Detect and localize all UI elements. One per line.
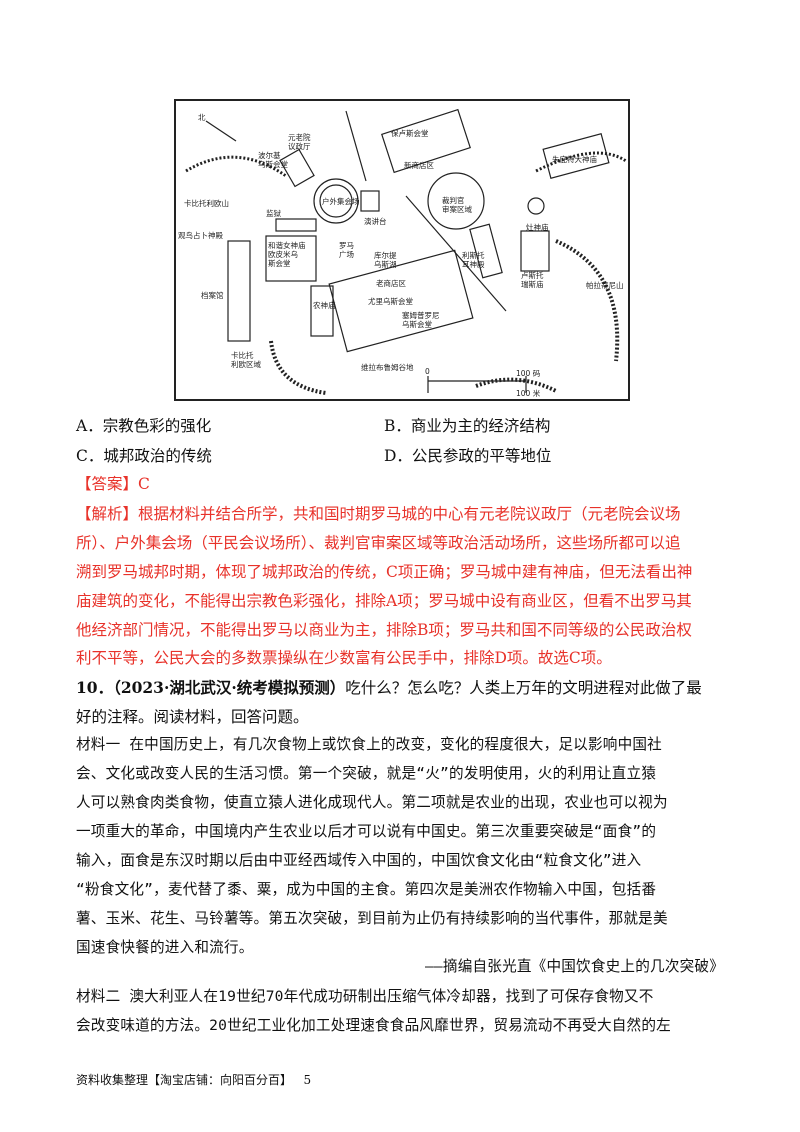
analysis-line-1: 【解析】根据材料并结合所学，共和国时期罗马城的中心有元老院议政厅（元老院会议场	[76, 505, 681, 523]
map-label-aemilia: 保卢斯会堂	[391, 129, 429, 138]
saturn-temple	[310, 285, 334, 337]
senate-house	[279, 148, 315, 188]
map-label-castor: 利斯托 耳神殿	[462, 251, 485, 269]
material1-line-1: 材料一 在中国历史上，有几次食物上或饮食上的改变，变化的程度很大，足以影响中国社	[76, 736, 662, 753]
rostra	[360, 190, 380, 212]
map-label-saturn: 农神庙	[313, 301, 336, 310]
regia	[520, 230, 550, 272]
north-arrow	[205, 120, 237, 142]
comitium	[313, 178, 359, 224]
capitoline-area-arc	[269, 340, 327, 395]
option-a: A．宗教色彩的强化	[76, 417, 212, 435]
map-drawing	[185, 108, 627, 395]
road-1	[345, 110, 367, 182]
map-label-north: 北	[198, 113, 206, 122]
option-d: D．公民参政的平等地位	[384, 447, 552, 465]
tabularium-stairs	[275, 218, 317, 232]
basilica-julia	[328, 249, 474, 353]
material1-line-7: 薯、玉米、花生、马铃薯等。第五次突破，到目前为止仍有持续影响的当代事件，那就是美	[76, 910, 668, 927]
analysis-line-4: 庙建筑的变化，不能得出宗教色彩强化，排除A项；罗马城中设有商业区，但看不出罗马其	[76, 592, 692, 610]
analysis-line-5: 他经济部门情况，不能得出罗马以商业为主，排除B项；罗马共和国不同等级的公民政治权	[76, 621, 692, 639]
material2-line-2: 会改变味道的方法。20世纪工业化加工处理速食食品风靡世界，贸易流动不再受大自然的…	[76, 1017, 671, 1034]
question-text-2: 好的注释。阅读材料，回答问题。	[76, 708, 309, 726]
basilica-aemilia	[381, 108, 471, 174]
map-label-palatine: 帕拉蒂尼山	[586, 281, 624, 290]
map-label-prison: 监狱	[266, 209, 281, 218]
map-label-archive: 档案馆	[201, 291, 224, 300]
page-footer: 资料收集整理【淘宝店铺：向阳百分百】 5	[76, 1071, 311, 1088]
palatine-hill-arc	[555, 239, 620, 362]
map-label-vesta: 灶神庙	[526, 223, 549, 232]
map-label-curtius: 库尔提 乌斯湖	[374, 251, 397, 269]
answer-line: 【答案】C	[76, 475, 150, 493]
map-label-scale-meters: 100 米	[516, 389, 541, 398]
map-label-forum: 罗马 广场	[339, 241, 354, 259]
map-label-new-shops: 新商店区	[404, 161, 434, 170]
map-label-rostra: 演讲台	[364, 217, 387, 226]
analysis-line-6: 利不平等，公民大会的多数票操纵在少数富有公民手中，排除D项。故选C项。	[76, 649, 612, 667]
map-label-scale-yards: 100 码	[516, 369, 541, 378]
map-label-comitium: 户外集会场	[322, 197, 360, 206]
map-label-capitoline-area: 卡比托 利欧区域	[231, 351, 261, 369]
map-label-concord: 和谐女神庙 欧皮米乌 斯会堂	[268, 241, 306, 268]
map-label-augury: 观鸟占卜神殿	[178, 231, 223, 240]
material1-line-6: “粉食文化”，麦代替了黍、粟，成为中国的主食。第四次是美洲农作物输入中国，包括番	[76, 881, 657, 898]
material1-line-8: 国速食快餐的进入和流行。	[76, 939, 254, 956]
jupiter-temple	[542, 133, 610, 179]
question-text-1: 吃什么？怎么吃？人类上万年的文明进程对此做了最	[345, 679, 702, 697]
map-label-regia: 卢斯托 瑞斯庙	[521, 271, 544, 289]
material2-line-1: 材料二 澳大利亚人在19世纪70年代成功研制出压缩气体冷却器，找到了可保存食物又…	[76, 988, 654, 1005]
analysis-line-2: 所）、户外集会场（平民会议场所）、裁判官审案区域等政治活动场所，这些场所都可以追	[76, 534, 681, 552]
footer-text: 资料收集整理【淘宝店铺：向阳百分百】	[76, 1073, 293, 1087]
map-label-old-shops: 老商店区	[376, 279, 406, 288]
castor-temple	[469, 223, 503, 279]
analysis-line-3: 溯到罗马城邦时期，体现了城邦政治的传统，C项正确；罗马城中建有神庙，但无法看出神	[76, 563, 693, 581]
map-label-scale-zero: 0	[425, 367, 430, 376]
question-number: 10．	[76, 678, 114, 697]
question-10-line-1: 10．（2023·湖北武汉·统考模拟预测）吃什么？怎么吃？人类上万年的文明进程对…	[76, 676, 702, 698]
vesta-temple	[527, 197, 545, 215]
road-2	[405, 195, 507, 312]
map-label-jupiter: 朱庇特大神庙	[552, 155, 597, 164]
material1-line-3: 人可以熟食肉类食物，使直立猿人进化成现代人。第二项就是农业的出现，农业也可以视为	[76, 794, 668, 811]
archive	[227, 240, 251, 342]
material1-line-4: 一项重大的革命，中国境内产生农业以后才可以说有中国史。第三次重要突破是“面食”的	[76, 823, 657, 840]
material1-line-5: 输入，面食是东汉时期以后由中亚经西域传入中国的，中国饮食文化由“粒食文化”进入	[76, 852, 642, 869]
option-c: C．城邦政治的传统	[76, 447, 212, 465]
page-number: 5	[303, 1073, 312, 1087]
map-label-praetor: 裁判官 审案区域	[442, 196, 472, 214]
concord-temple	[265, 235, 317, 282]
capitoline-hill-arc	[185, 155, 287, 178]
map-label-julia: 尤里乌斯会堂	[368, 297, 413, 306]
roman-forum-map: 北 元老院 议政厅 波尔基 乌斯会堂 卡比托利欧山 户外集会场 监狱 演讲台 观…	[174, 99, 630, 401]
map-label-sempronia: 塞姆普罗尼 乌斯会堂	[402, 311, 440, 329]
question-source: （2023·湖北武汉·统考模拟预测）	[113, 678, 346, 697]
map-label-senate: 元老院 议政厅	[288, 133, 311, 151]
map-label-capitoline: 卡比托利欧山	[184, 199, 229, 208]
valley-arc	[475, 377, 557, 393]
praetor-court	[427, 172, 485, 230]
material1-source: ——摘编自张光直《中国饮食史上的几次突破》	[424, 958, 724, 975]
map-label-porcia: 波尔基 乌斯会堂	[258, 151, 288, 169]
option-b: B．商业为主的经济结构	[384, 417, 551, 435]
material1-line-2: 会、文化或改变人民的生活习惯。第一个突破，就是“火”的发明使用，火的利用让直立猿	[76, 765, 657, 782]
map-label-velabrum: 维拉布鲁姆谷地	[361, 363, 414, 372]
